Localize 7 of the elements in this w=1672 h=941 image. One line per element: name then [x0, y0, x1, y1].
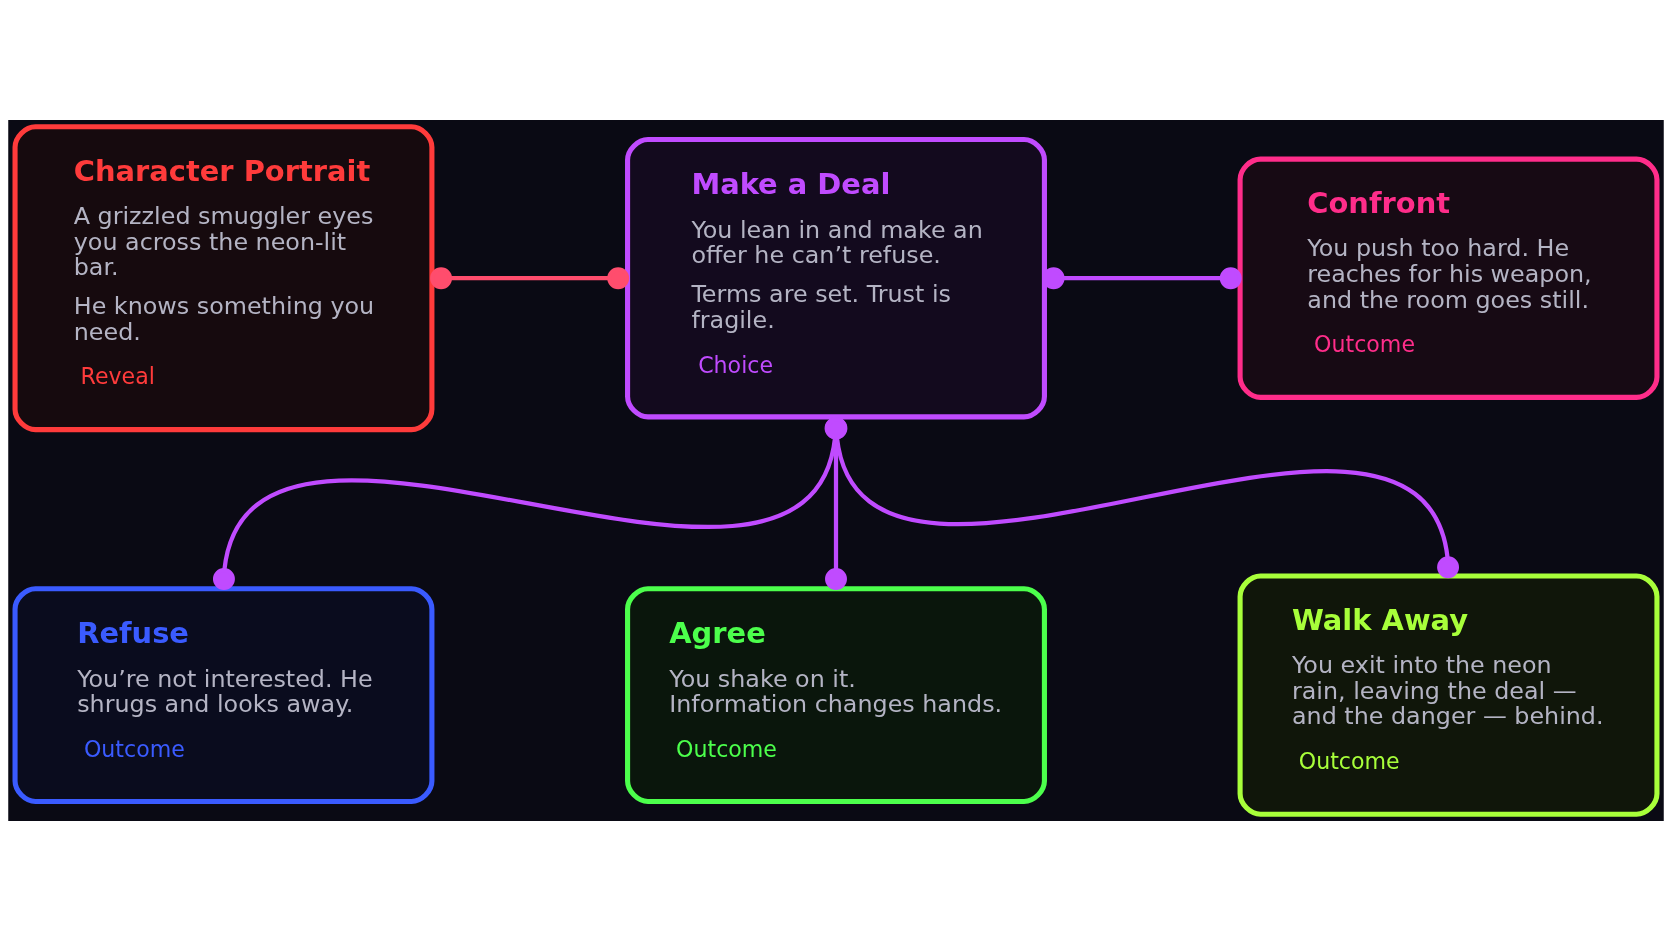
node-box: Agree You shake on it. Information changes hands. Outcome [625, 586, 1047, 804]
node-box: Character Portrait A grizzled smuggler eyes you across the neon-lit bar. He knows something you need. Reveal [12, 124, 435, 433]
node-box: Make a Deal You lean in and make an offer he can’t refuse. Terms are set. Trust is fragile. Choice [625, 137, 1047, 420]
node-box: Walk Away You exit into the neon rain, leaving the deal — and the danger — behind. Outcome [1237, 573, 1660, 817]
connector [430, 267, 630, 290]
node-box: Refuse You’re not interested. He shrugs and looks away. Outcome [12, 586, 435, 804]
node-box: Confront You push too hard. He reaches for his weapon, and the room goes still. Outcome [1237, 156, 1660, 400]
